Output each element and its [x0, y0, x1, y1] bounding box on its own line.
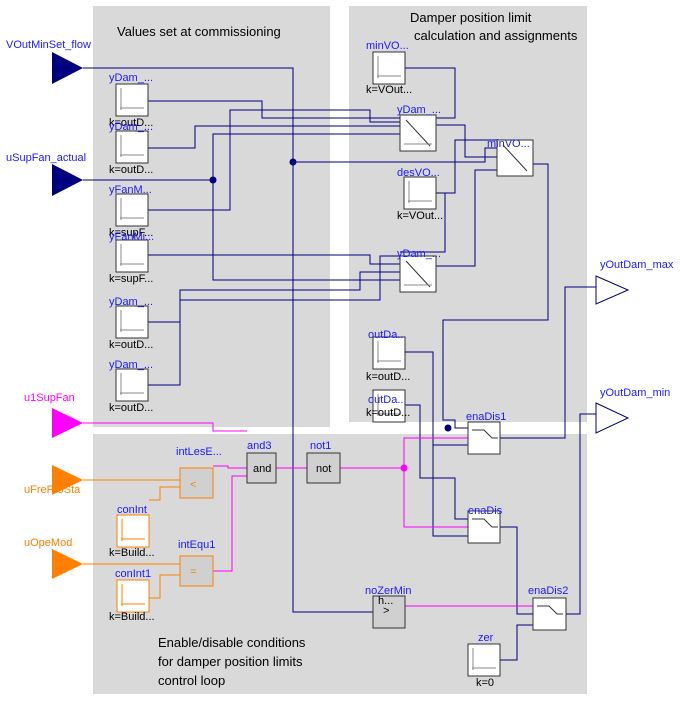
constant-5-value: k=outD...: [109, 339, 153, 351]
zer-name: zer: [478, 632, 494, 644]
nozermin-symbol: >: [383, 605, 389, 617]
desvo-constant-value: k=VOut...: [397, 210, 443, 222]
and3-name: and3: [247, 440, 271, 452]
constant-block-6[interactable]: yDam_... k=outD...: [109, 359, 153, 414]
uopemod-input-port[interactable]: [52, 549, 83, 579]
minvo-constant-name: minVO...: [366, 40, 409, 52]
constant-5-name: yDam_...: [109, 296, 153, 308]
outda-1-name: outDa...: [368, 329, 407, 341]
outda-2-name: outDa...: [368, 394, 407, 406]
minvo-constant-value: k=VOut...: [366, 84, 412, 96]
vout-input-label: VOutMinSet_flow: [6, 39, 91, 51]
intequ-block[interactable]: = intEqu1: [178, 539, 215, 587]
ymax-output-label: yOutDam_max: [600, 259, 674, 271]
ydam-line-1-block[interactable]: yDam_...: [397, 104, 441, 152]
minvo-constant-block[interactable]: minVO... k=VOut...: [366, 40, 412, 96]
damper-limits-title-1: Damper position limit: [410, 10, 532, 25]
enable-title-3: control loop: [158, 673, 225, 688]
constant-1-name: yDam_...: [109, 72, 153, 84]
constant-6-name: yDam_...: [109, 359, 153, 371]
conint-block[interactable]: conInt k=Build...: [109, 504, 155, 559]
constant-4-name: yFanMi...: [109, 231, 154, 243]
intequ-name: intEqu1: [178, 539, 215, 551]
enadis2-name: enaDis2: [528, 585, 568, 597]
ydam-line-2-block[interactable]: yDam_...: [397, 248, 441, 293]
u1supfan-input-label: u1SupFan: [24, 392, 75, 404]
outda-1-value: k=outD...: [366, 371, 410, 383]
ydam-line-2-name: yDam_...: [397, 248, 441, 260]
enadis-name: enaDis: [468, 505, 503, 517]
ufrepro-input-port[interactable]: [52, 465, 83, 495]
intles-name: intLesE...: [176, 446, 222, 458]
zer-value: k=0: [476, 677, 494, 689]
damper-limits-title-2: calculation and assignments: [414, 28, 578, 43]
integer-signal-wires: [83, 479, 180, 599]
intles-block[interactable]: < intLesE...: [176, 446, 222, 499]
boolean-signal-wires: [83, 422, 533, 607]
intles-symbol: <: [190, 479, 196, 491]
constant-4-value: k=supF...: [109, 273, 153, 285]
ymax-output-port[interactable]: [595, 275, 630, 305]
not1-name: not1: [310, 440, 331, 452]
constant-1-value: k=outD...: [109, 117, 153, 129]
minvo-min-name: minVO...: [487, 138, 530, 150]
commissioning-title: Values set at commissioning: [117, 24, 281, 39]
vout-input-port[interactable]: [52, 52, 83, 84]
constant-block-4[interactable]: yFanMi... k=supF...: [109, 231, 154, 285]
not1-block[interactable]: not not1: [306, 440, 341, 484]
conint1-block[interactable]: conInt1 k=Build...: [109, 568, 155, 623]
nozermin-name: noZerMin: [365, 585, 411, 597]
outda-2-value: k=outD...: [366, 407, 410, 419]
constant-block-3[interactable]: yFanM... k=supF...: [109, 184, 153, 239]
enadis1-name: enaDis1: [466, 411, 506, 423]
outda-constant-2-block[interactable]: outDa... k=outD...: [366, 389, 410, 423]
not1-symbol: not: [316, 463, 331, 475]
constant-3-value: k=supF...: [109, 227, 153, 239]
and3-symbol: and: [253, 463, 271, 475]
intequ-symbol: =: [190, 566, 196, 578]
constant-block-1[interactable]: yDam_... k=outD...: [109, 72, 153, 129]
usupfan-input-port[interactable]: [52, 164, 83, 196]
usupfan-input-label: uSupFan_actual: [6, 152, 86, 164]
desvo-constant-block[interactable]: desVO... k=VOut...: [397, 167, 443, 222]
minvo-min-block[interactable]: minVO...: [487, 138, 534, 177]
constant-3-name: yFanM...: [109, 184, 152, 196]
and3-block[interactable]: and and3: [246, 440, 277, 484]
enadis-switch-block[interactable]: enaDis: [467, 505, 503, 544]
conint1-value: k=Build...: [109, 611, 155, 623]
conint-name: conInt: [117, 504, 147, 516]
constant-block-2[interactable]: yDam_... k=outD...: [109, 121, 153, 176]
constant-2-name: yDam_...: [109, 121, 153, 133]
outda-constant-1-block[interactable]: outDa... k=outD...: [366, 329, 410, 383]
conint-value: k=Build...: [109, 547, 155, 559]
ufrepro-input-label: uFreProSta: [24, 484, 81, 496]
nozermin-block[interactable]: > noZerMin h...: [365, 585, 411, 629]
nozermin-param: h...: [378, 595, 393, 607]
constant-6-value: k=outD...: [109, 402, 153, 414]
conint1-name: conInt1: [115, 568, 151, 580]
uopemod-input-label: uOpeMod: [24, 537, 72, 549]
ymin-output-port[interactable]: [595, 402, 630, 434]
real-signal-wires: [83, 67, 596, 661]
enable-title-1: Enable/disable conditions: [158, 635, 306, 650]
constant-block-5[interactable]: yDam_... k=outD...: [109, 296, 153, 351]
u1supfan-input-port[interactable]: [52, 408, 83, 438]
ydam-line-1-name: yDam_...: [397, 104, 441, 116]
enadis1-switch-block[interactable]: enaDis1: [466, 411, 506, 455]
desvo-constant-name: desVO...: [397, 167, 440, 179]
enadis2-switch-block[interactable]: enaDis2: [528, 585, 568, 631]
ymin-output-label: yOutDam_min: [600, 387, 670, 399]
constant-2-value: k=outD...: [109, 164, 153, 176]
enable-title-2: for damper position limits: [158, 654, 303, 669]
zer-constant-block[interactable]: zer k=0: [467, 632, 501, 689]
